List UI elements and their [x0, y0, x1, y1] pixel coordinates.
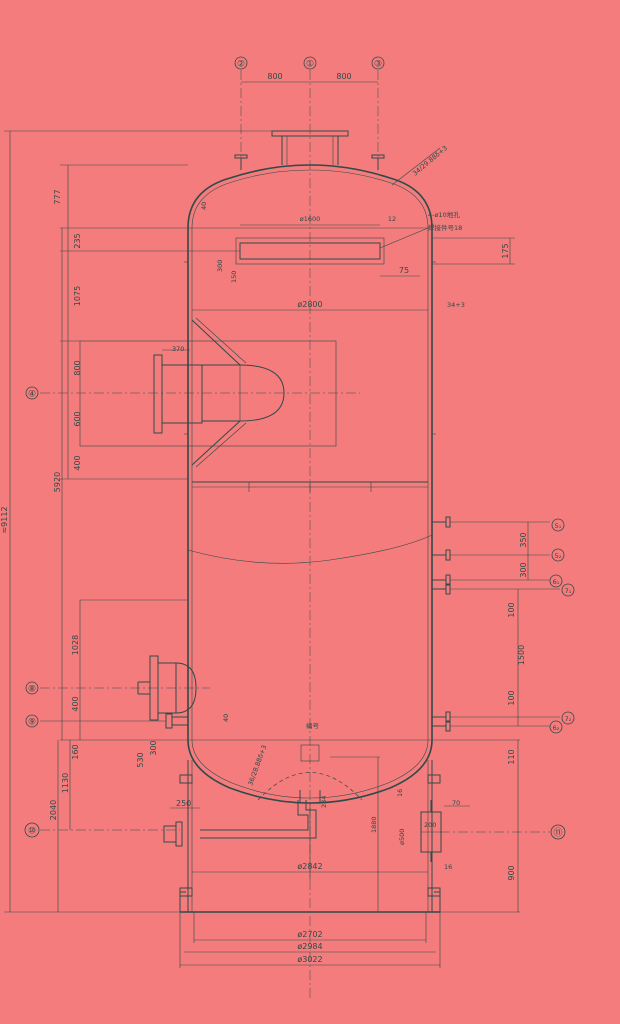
dim-base-2984: ø2984: [297, 942, 322, 951]
svg-text:12: 12: [388, 215, 396, 223]
svg-text:235: 235: [73, 233, 82, 248]
svg-text:⑧: ⑧: [28, 685, 36, 695]
svg-text:900: 900: [507, 865, 516, 880]
svg-text:200: 200: [424, 821, 436, 829]
dim-overall-height: ≈9112: [0, 506, 9, 533]
label-center: 编号: [306, 721, 320, 730]
svg-text:150: 150: [230, 271, 238, 283]
dim-shell-dia: ø2800: [297, 300, 322, 309]
svg-text:5₂: 5₂: [555, 552, 562, 560]
svg-text:777: 777: [53, 189, 62, 204]
svg-text:6₂: 6₂: [553, 724, 560, 732]
svg-text:①: ①: [306, 60, 314, 70]
svg-text:⑨: ⑨: [28, 718, 36, 728]
svg-text:16: 16: [396, 789, 404, 797]
top-head: [187, 164, 433, 229]
head-small-nozzles: [234, 154, 385, 170]
base-ring: [179, 891, 441, 913]
svg-text:1880: 1880: [370, 816, 378, 833]
svg-text:1028: 1028: [71, 635, 80, 655]
svg-text:75: 75: [399, 266, 409, 275]
svg-text:300: 300: [149, 740, 158, 755]
svg-text:④: ④: [28, 390, 36, 400]
top-nozzle: [271, 130, 349, 165]
svg-text:⑪: ⑪: [553, 828, 562, 839]
svg-text:250: 250: [176, 799, 191, 808]
nozzle-5-2: [432, 549, 451, 561]
note-weld: 焊接件号18: [428, 223, 462, 232]
bubble-11: ⑪: [550, 824, 566, 840]
svg-text:⑩: ⑩: [28, 827, 36, 837]
note-bottom-head: 36/28.88δ+3: [246, 744, 268, 787]
svg-text:530: 530: [136, 752, 145, 767]
bubble-10: ⑩: [24, 822, 40, 838]
bubble-2: ②: [234, 56, 248, 70]
svg-text:1500: 1500: [517, 645, 526, 665]
svg-text:40: 40: [222, 714, 230, 722]
svg-text:300: 300: [519, 562, 528, 577]
svg-text:284: 284: [320, 796, 328, 808]
svg-text:②: ②: [237, 60, 245, 70]
svg-text:40: 40: [200, 202, 208, 210]
svg-text:350: 350: [519, 532, 528, 547]
svg-text:7₁: 7₁: [565, 587, 572, 595]
bubble-5-1: 5₁: [551, 518, 565, 532]
svg-text:110: 110: [507, 749, 516, 764]
svg-text:600: 600: [73, 411, 82, 426]
bubble-6-1: 6₁: [549, 574, 563, 588]
svg-text:400: 400: [73, 455, 82, 470]
svg-text:100: 100: [507, 602, 516, 617]
nozzle-9: [165, 713, 188, 729]
bubble-7-2: 7₂: [561, 711, 575, 725]
bubble-5-2: 5₂: [551, 548, 565, 562]
svg-text:5920: 5920: [53, 472, 62, 492]
svg-text:2040: 2040: [49, 800, 58, 820]
svg-text:175: 175: [501, 243, 510, 258]
bubble-7-1: 7₁: [561, 583, 575, 597]
svg-text:800: 800: [73, 360, 82, 375]
center-label-box: [300, 744, 320, 762]
bubble-1: ①: [303, 56, 317, 70]
inlet-nozzle: 370: [79, 340, 337, 447]
svg-text:16: 16: [444, 863, 452, 871]
dim-base-2702: ø2702: [297, 930, 322, 939]
bubble-3: ③: [371, 56, 385, 70]
svg-text:7₂: 7₂: [565, 715, 572, 723]
note-shell-thickness: 34+3: [447, 301, 465, 309]
svg-text:70: 70: [452, 799, 460, 807]
svg-text:1130: 1130: [61, 773, 70, 793]
note-holes: 4-ø10地孔: [428, 210, 460, 219]
dim-base-3022: ø3022: [297, 955, 322, 964]
svg-text:160: 160: [71, 744, 80, 759]
svg-text:400: 400: [71, 696, 80, 711]
outlet-pipe: [163, 800, 317, 847]
svg-text:ø500: ø500: [398, 829, 406, 845]
bubble-6-2: 6₂: [549, 720, 563, 734]
dim-top-left: 800: [267, 72, 282, 81]
dim-skirt-dia: ø2842: [297, 862, 322, 871]
bubble-8: ⑧: [25, 681, 39, 695]
demister-pad: ø1600 12 4-ø10地孔 焊接件号18: [235, 210, 462, 265]
nozzle-5-1: [432, 516, 451, 528]
svg-text:100: 100: [507, 690, 516, 705]
svg-text:5₁: 5₁: [555, 522, 562, 530]
dim-demister-dia: ø1600: [300, 215, 321, 223]
section-break: [187, 534, 433, 564]
svg-text:300: 300: [216, 260, 224, 272]
bubble-9: ⑨: [25, 714, 39, 728]
note-head-thickness: 34/29.88δ+3: [411, 144, 449, 178]
svg-text:6₁: 6₁: [553, 578, 560, 586]
nozzle-11: [420, 800, 442, 862]
svg-text:③: ③: [374, 60, 382, 70]
svg-text:370: 370: [172, 345, 184, 353]
bubble-4: ④: [25, 386, 39, 400]
dim-top-right: 800: [336, 72, 351, 81]
svg-text:1075: 1075: [73, 286, 82, 306]
